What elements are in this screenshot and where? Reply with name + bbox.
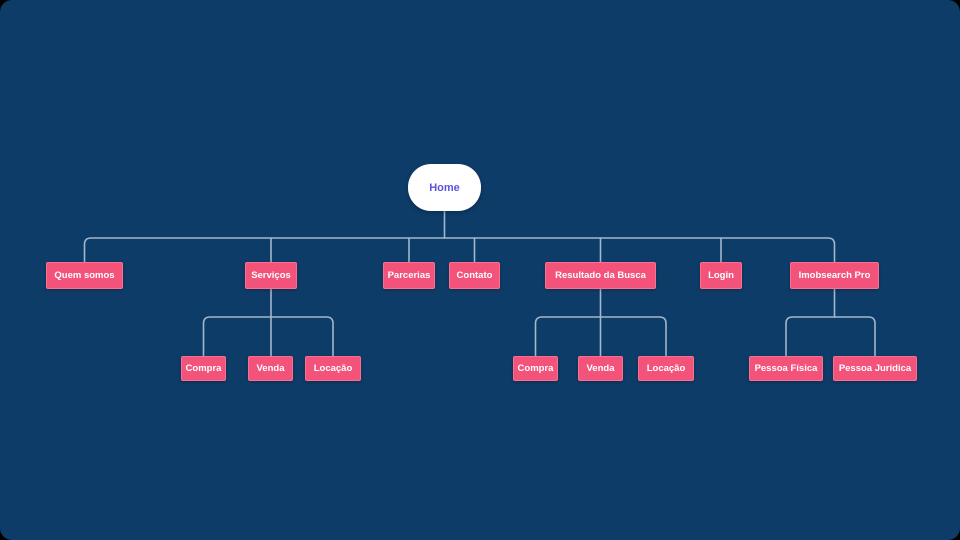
connector-line [599,316,667,357]
node-resultado-venda[interactable]: Venda [578,356,623,381]
node-quem-somos[interactable]: Quem somos [46,262,123,289]
node-pessoa-fisica[interactable]: Pessoa Física [749,356,823,381]
node-resultado-da-busca[interactable]: Resultado da Busca [545,262,656,289]
node-servicos[interactable]: Serviços [245,262,297,289]
connector-line [83,237,446,263]
node-home[interactable]: Home [408,164,481,211]
node-servicos-compra[interactable]: Compra [181,356,226,381]
connector-line [833,316,876,357]
node-resultado-locacao[interactable]: Locação [638,356,694,381]
node-contato[interactable]: Contato [449,262,500,289]
node-imobsearch-pro[interactable]: Imobsearch Pro [790,262,879,289]
node-servicos-locacao[interactable]: Locação [305,356,361,381]
node-resultado-compra[interactable]: Compra [513,356,558,381]
node-servicos-venda[interactable]: Venda [248,356,293,381]
connector-line [270,316,334,357]
connector-line [785,316,836,357]
node-pessoa-juridica[interactable]: Pessoa Jurídica [833,356,917,381]
node-login[interactable]: Login [700,262,742,289]
connector-line [202,316,272,357]
node-parcerias[interactable]: Parcerias [383,262,435,289]
connector-line [534,316,602,357]
connector-line [443,237,836,263]
